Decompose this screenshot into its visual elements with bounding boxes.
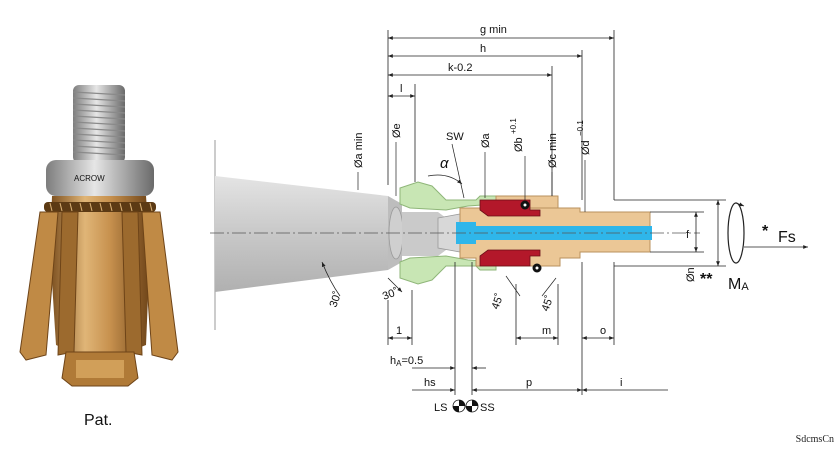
dim-one-label: 1 — [396, 325, 402, 337]
angle-left45: 45˚ — [490, 292, 507, 311]
dim-p-label: p — [526, 377, 532, 389]
angle-right45: 45˚ — [540, 294, 557, 313]
thread-lines — [72, 91, 126, 156]
dimension-lines-top — [387, 30, 615, 200]
dim-i-label: i — [620, 377, 622, 389]
label-a: Øa — [480, 132, 492, 148]
test-piece-cone — [215, 176, 388, 292]
dim-h-label: h — [480, 43, 486, 55]
force-fs-label: Fs — [778, 229, 796, 246]
right-dimensions — [614, 199, 808, 267]
label-n: Øn — [685, 267, 697, 282]
coupling-photo: ACROW — [19, 85, 179, 387]
label-b: Øb — [513, 137, 525, 152]
vertical-labels: Øa min Øe SW Øa Øb +0.1 Øc min Ød −0.1 Ø… — [353, 118, 697, 282]
seat-region — [402, 212, 446, 256]
dim-o-label: o — [600, 325, 606, 337]
collet-fingers — [19, 211, 179, 361]
ls-label: LS — [434, 402, 447, 414]
force-star: * — [762, 223, 769, 240]
dimension-lines-bottom — [387, 262, 668, 395]
dim-l-label: l — [400, 83, 402, 95]
label-sw: SW — [446, 131, 464, 143]
dim-hs-label: hs — [424, 377, 436, 389]
photo-caption: Pat. — [84, 412, 113, 429]
label-c-min: Øc min — [547, 133, 559, 168]
label-d: Ød — [580, 140, 592, 155]
dim-g-label: g min — [480, 24, 507, 36]
watermark: SdcmsCn — [795, 434, 834, 445]
dim-m-label: m — [542, 325, 551, 337]
label-b-tol: +0.1 — [509, 118, 518, 134]
alpha-symbol: α — [440, 155, 449, 172]
section-drawing — [210, 140, 700, 330]
dim-f-label: f — [686, 229, 690, 241]
label-e: Øe — [391, 123, 403, 138]
angle-seat: 30˚ — [381, 286, 400, 303]
dim-ha-label: hA=0.5 — [390, 355, 423, 368]
moment-stars: ** — [700, 271, 713, 288]
label-d-tol: −0.1 — [576, 120, 585, 136]
steel-collar — [46, 160, 154, 196]
brand-label: ACROW — [74, 174, 105, 183]
seal-lower — [479, 249, 541, 267]
ls-ss-symbol — [452, 399, 479, 413]
angle-cone: 30˚ — [328, 290, 345, 309]
label-a-min: Øa min — [353, 133, 365, 168]
dim-k-label: k-0.2 — [448, 62, 472, 74]
moment-ma-label: MA — [728, 276, 749, 293]
ss-label: SS — [480, 402, 495, 414]
